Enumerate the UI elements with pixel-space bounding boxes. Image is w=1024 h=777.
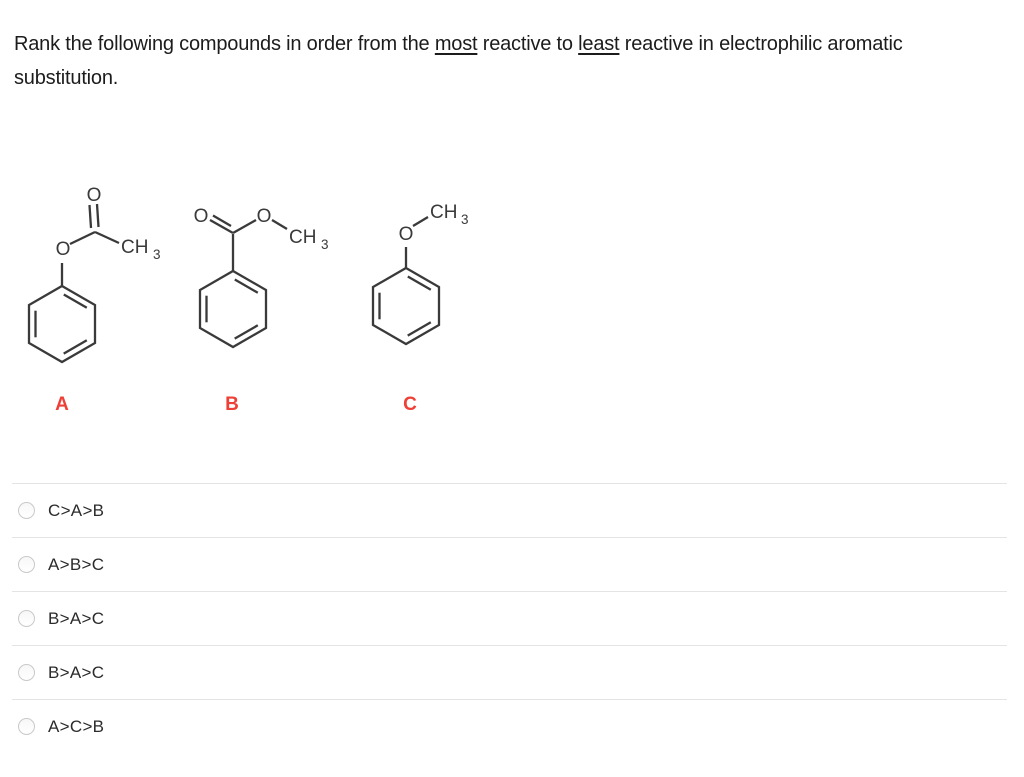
option-label: B>A>C <box>48 662 105 682</box>
benzene-ring <box>371 266 441 346</box>
compound-label-c: C <box>403 394 417 415</box>
methyl-subscript: 3 <box>461 212 469 227</box>
radio-button-option-3[interactable] <box>18 610 35 627</box>
option-label: A>C>B <box>48 716 105 736</box>
ester-oxygen-label: O <box>56 239 71 260</box>
answer-option-3[interactable]: B>A>C <box>12 591 1007 645</box>
ester-group: O O CH 3 <box>194 206 329 271</box>
methyl-subscript: 3 <box>153 247 161 262</box>
answer-option-4[interactable]: B>A>C <box>12 645 1007 699</box>
radio-button-option-2[interactable] <box>18 556 35 573</box>
question-part: reactive in electrophilic aromatic subst… <box>14 33 903 89</box>
methyl-label: CH <box>289 227 316 248</box>
compound-label-a: A <box>55 394 69 415</box>
radio-button-option-1[interactable] <box>18 502 35 519</box>
carbonyl-oxygen-label: O <box>194 206 209 227</box>
answer-option-2[interactable]: A>B>C <box>12 537 1007 591</box>
benzene-ring <box>27 284 97 364</box>
question-text: Rank the following compounds in order fr… <box>14 27 982 95</box>
ether-oxygen-label: O <box>399 224 414 245</box>
question-underlined-least: least <box>578 33 620 55</box>
question-part: Rank the following compounds in order fr… <box>14 33 435 55</box>
methyl-subscript: 3 <box>321 237 329 252</box>
compound-structures: O O CH 3 A O O CH <box>27 185 469 415</box>
radio-button-option-5[interactable] <box>18 718 35 735</box>
structure-anisole: O CH 3 C <box>371 202 469 415</box>
acetate-ester-group: O O CH 3 <box>56 185 161 286</box>
structure-phenyl-acetate: O O CH 3 A <box>27 185 161 415</box>
ester-oxygen-label: O <box>257 206 272 227</box>
option-label: A>B>C <box>48 554 105 574</box>
answer-option-1[interactable]: C>A>B <box>12 483 1007 537</box>
methyl-label: CH <box>121 237 148 258</box>
structure-methyl-benzoate: O O CH 3 B <box>194 206 329 415</box>
option-label: C>A>B <box>48 500 105 520</box>
methoxy-group: O CH 3 <box>399 202 469 268</box>
compound-label-b: B <box>225 394 239 415</box>
option-label: B>A>C <box>48 608 105 628</box>
question-underlined-most: most <box>434 33 478 55</box>
carbonyl-oxygen-label: O <box>87 185 102 206</box>
benzene-ring <box>198 269 268 349</box>
answer-option-5[interactable]: A>C>B <box>12 699 1007 753</box>
question-part: reactive to <box>477 33 579 55</box>
radio-button-option-4[interactable] <box>18 664 35 681</box>
methyl-label: CH <box>430 202 457 223</box>
answer-options-list: C>A>B A>B>C B>A>C B>A>C A>C>B <box>12 483 1007 753</box>
